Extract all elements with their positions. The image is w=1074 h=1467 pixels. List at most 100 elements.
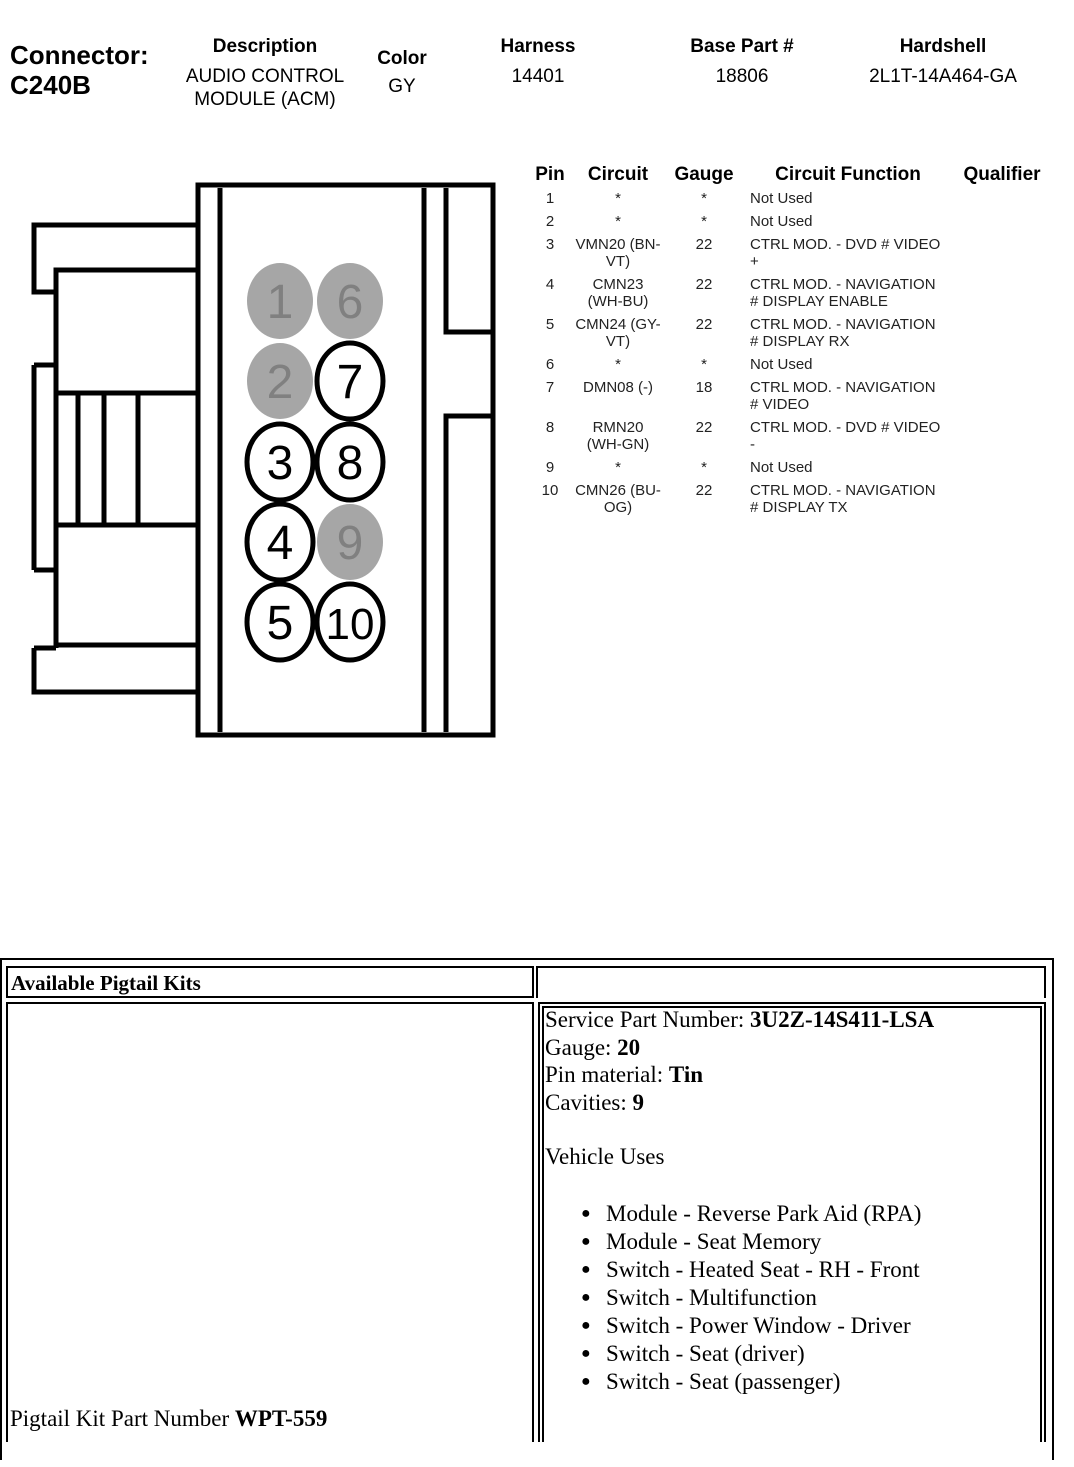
harness-label: Harness bbox=[500, 36, 576, 57]
gauge-cell: * bbox=[664, 356, 744, 379]
pin-cavity-5: 5 bbox=[244, 581, 316, 663]
pin-material-label: Pin material: bbox=[545, 1062, 669, 1087]
pin-material-value: Tin bbox=[668, 1062, 704, 1087]
gauge-cell: 18 bbox=[664, 379, 744, 419]
gauge-value: 20 bbox=[617, 1034, 641, 1060]
qualifier-cell bbox=[952, 419, 1052, 459]
pin-cell-line: 5 bbox=[545, 316, 555, 333]
circuit-function-cell: CTRL MOD. - DVD # VIDEO- bbox=[744, 419, 952, 459]
qualifier-cell bbox=[952, 236, 1052, 276]
pin-column-header: Pin bbox=[535, 164, 565, 185]
circuit-function-cell: Not Used bbox=[744, 190, 952, 213]
pin-number-label: 6 bbox=[337, 276, 364, 329]
gauge-cell-line: * bbox=[701, 356, 707, 373]
vehicle-use-item: ●Switch - Seat (passenger) bbox=[545, 1368, 921, 1396]
pin-cell-line: 8 bbox=[545, 419, 555, 436]
pin-cell-line: 9 bbox=[545, 459, 555, 476]
circuit-function-column-header: Circuit Function bbox=[775, 164, 921, 185]
bullet-icon: ● bbox=[581, 1233, 591, 1250]
pin-cavity-6: 6 bbox=[317, 263, 383, 339]
gauge-cell: * bbox=[664, 213, 744, 236]
qualifier-column-header: Qualifier bbox=[963, 164, 1041, 185]
pin-cavity-4: 4 bbox=[244, 501, 316, 583]
circuit-function-cell-line: CTRL MOD. - DVD # VIDEO bbox=[750, 236, 941, 253]
circuit-function-cell: Not Used bbox=[744, 213, 952, 236]
pigtail-kit-part-number: Pigtail Kit Part Number WPT-559 bbox=[10, 1404, 327, 1434]
pin-cell-line: 4 bbox=[545, 276, 555, 293]
circuit-cell-line: * bbox=[615, 213, 621, 230]
bullet-icon: ● bbox=[581, 1205, 591, 1222]
circuit-cell-line: CMN26 (BU- bbox=[575, 482, 661, 499]
gauge-cell: * bbox=[664, 459, 744, 482]
circuit-function-cell-line: CTRL MOD. - DVD # VIDEO bbox=[750, 419, 941, 436]
vehicle-use-item: ●Module - Reverse Park Aid (RPA) bbox=[545, 1200, 921, 1228]
description-column: Description AUDIO CONTROL MODULE (ACM) bbox=[170, 35, 360, 111]
pin-cell-line: 3 bbox=[545, 236, 555, 253]
pin-cell: 8 bbox=[528, 419, 572, 459]
qualifier-cell bbox=[952, 379, 1052, 419]
pin-number-label: 2 bbox=[267, 356, 294, 409]
circuit-column-header: Circuit bbox=[587, 164, 649, 185]
circuit-function-cell: Not Used bbox=[744, 356, 952, 379]
pin-number-label: 9 bbox=[337, 517, 364, 570]
pin-cavity-8: 8 bbox=[314, 421, 386, 503]
circuit-cell-line: CMN23 bbox=[592, 276, 644, 293]
vehicle-use-item: ●Switch - Seat (driver) bbox=[545, 1340, 921, 1368]
circuit-function-cell: CTRL MOD. - NAVIGATION# DISPLAY RX bbox=[744, 316, 952, 356]
circuit-cell-line: RMN20 bbox=[592, 419, 644, 436]
pin-table-header: Pin Circuit Gauge Circuit Function Quali… bbox=[528, 160, 1052, 190]
circuit-cell-line: (WH-GN) bbox=[586, 436, 650, 453]
gauge-cell-line: * bbox=[701, 213, 707, 230]
color-value: GY bbox=[388, 76, 416, 97]
harness-value: 14401 bbox=[511, 66, 565, 87]
pin-number-label: 1 bbox=[267, 276, 294, 329]
pin-circle bbox=[247, 343, 313, 419]
pin-table-row: 9**Not Used bbox=[528, 459, 1052, 482]
bullet-icon: ● bbox=[581, 1373, 591, 1390]
pin-number-label: 7 bbox=[337, 356, 364, 409]
pin-cell: 7 bbox=[528, 379, 572, 419]
qualifier-cell bbox=[952, 276, 1052, 316]
circuit-cell: CMN23(WH-BU) bbox=[572, 276, 664, 316]
pin-cavity-10: 10 bbox=[314, 581, 386, 663]
qualifier-cell bbox=[952, 190, 1052, 213]
vehicle-use-item: ●Switch - Power Window - Driver bbox=[545, 1312, 921, 1340]
vehicle-use-label: Switch - Multifunction bbox=[606, 1285, 817, 1310]
kit-part-value: WPT-559 bbox=[234, 1406, 328, 1431]
circuit-function-cell-line: Not Used bbox=[750, 190, 813, 207]
hardshell-column: Hardshell 2L1T-14A464-GA bbox=[848, 35, 1038, 88]
circuit-function-cell-line: # VIDEO bbox=[750, 396, 810, 413]
circuit-cell-line: VT) bbox=[605, 333, 631, 350]
circuit-cell: * bbox=[572, 356, 664, 379]
pin-number-label: 10 bbox=[326, 600, 375, 649]
gauge-label: Gauge: bbox=[545, 1034, 618, 1060]
gauge-cell: 22 bbox=[664, 482, 744, 522]
vehicle-use-item: ●Switch - Multifunction bbox=[545, 1284, 921, 1312]
pin-circle bbox=[247, 263, 313, 339]
pin-cavity-3: 3 bbox=[244, 421, 316, 503]
pin-cell: 5 bbox=[528, 316, 572, 356]
gauge-cell-line: 22 bbox=[695, 482, 713, 499]
pin-cell-line: 10 bbox=[541, 482, 559, 499]
circuit-cell-line: OG) bbox=[603, 499, 633, 516]
pin-table-row: 1**Not Used bbox=[528, 190, 1052, 213]
circuit-cell-line: VT) bbox=[605, 253, 631, 270]
connector-housing bbox=[31, 182, 496, 738]
connector-title: Connector: C240B bbox=[10, 40, 149, 100]
pin-circle bbox=[244, 501, 316, 583]
circuit-function-cell-line: CTRL MOD. - NAVIGATION bbox=[750, 379, 936, 396]
circuit-cell-line: (WH-BU) bbox=[587, 293, 649, 310]
vehicle-use-label: Module - Seat Memory bbox=[606, 1229, 822, 1254]
pin-number-label: 8 bbox=[337, 437, 364, 490]
circuit-function-cell: CTRL MOD. - NAVIGATION# VIDEO bbox=[744, 379, 952, 419]
pin-circle bbox=[314, 340, 386, 422]
pin-circle bbox=[317, 263, 383, 339]
hardshell-label: Hardshell bbox=[899, 36, 987, 57]
gauge-cell-line: 22 bbox=[695, 236, 713, 253]
pin-cell-line: 7 bbox=[545, 379, 555, 396]
circuit-cell: RMN20(WH-GN) bbox=[572, 419, 664, 459]
bullet-icon: ● bbox=[581, 1317, 591, 1334]
pin-cell: 9 bbox=[528, 459, 572, 482]
pin-cell: 1 bbox=[528, 190, 572, 213]
